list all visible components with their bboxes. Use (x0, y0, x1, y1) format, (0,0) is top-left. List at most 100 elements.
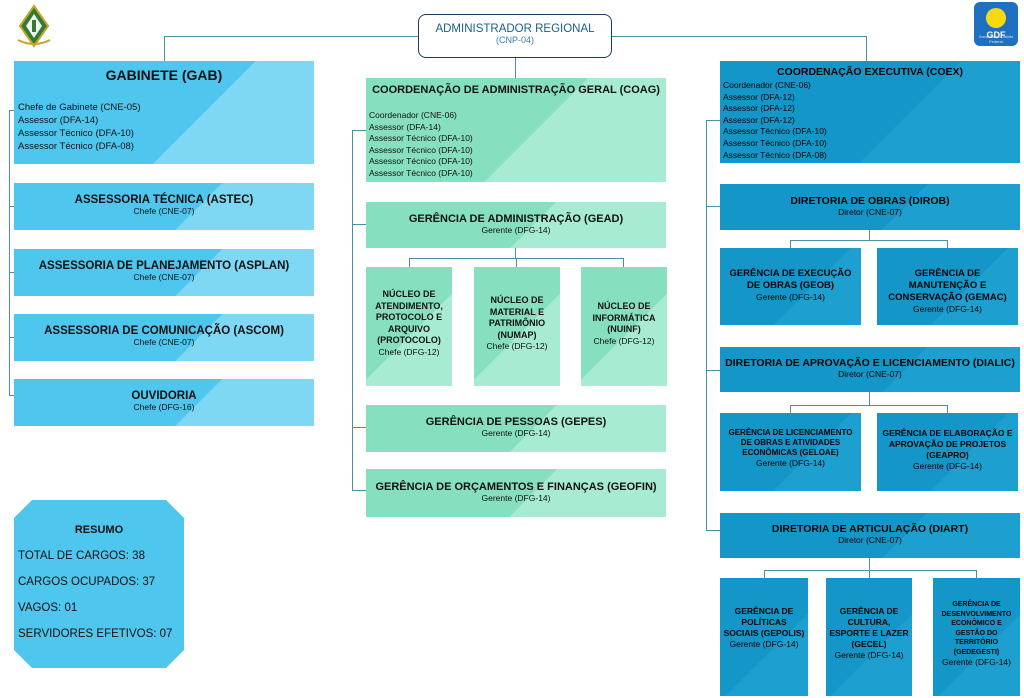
gedegesti-title: GERÊNCIA DE DESENVOLVIMENTO ECONÔMICO E … (941, 601, 1012, 656)
gabinete-staff-list: Chefe de Gabinete (CNE-05) Assessor (DFA… (18, 101, 314, 153)
coag-staff-list: Coordenador (CNE-06) Assessor (DFA-14) A… (369, 110, 666, 180)
ouvidoria-sub: Chefe (DFG-16) (133, 402, 195, 412)
connector (976, 570, 977, 578)
connector (706, 370, 720, 371)
geapro-box[interactable]: GERÊNCIA DE ELABORAÇÃO E APROVAÇÃO DE PR… (877, 413, 1018, 491)
connector (409, 258, 410, 267)
connector (9, 110, 14, 111)
gepes-title: GERÊNCIA DE PESSOAS (GEPES) (425, 416, 607, 428)
staff-line: Assessor Técnico (DFA-10) (369, 144, 473, 155)
diart-box[interactable]: DIRETORIA DE ARTICULAÇÃO (DIART) Diretor… (720, 513, 1020, 558)
gecel-box[interactable]: GERÊNCIA DE CULTURA, ESPORTE E LAZER (GE… (826, 578, 912, 696)
staff-line: Coordenador (CNE-06) (369, 110, 457, 120)
connector (790, 240, 791, 248)
summary-row: CARGOS OCUPADOS: 37 (18, 576, 156, 588)
staff-line: Coordenador (CNE-06) (723, 80, 811, 90)
connector (164, 36, 418, 37)
dialic-title: DIRETORIA DE APROVAÇÃO E LICENCIAMENTO (… (725, 357, 1015, 369)
admin-title: ADMINISTRADOR REGIONAL (435, 23, 595, 35)
gead-box[interactable]: GERÊNCIA DE ADMINISTRAÇÃO (GEAD) Gerente… (366, 202, 666, 248)
dirob-box[interactable]: DIRETORIA DE OBRAS (DIROB) Diretor (CNE-… (720, 184, 1020, 230)
admin-regional-box[interactable]: ADMINISTRADOR REGIONAL (CNP-04) (418, 14, 612, 58)
gepolis-title: GERÊNCIA DE POLÍTICAS SOCIAIS (GEPOLIS) (723, 606, 805, 638)
summary-row: TOTAL DE CARGOS: 38 (18, 550, 145, 562)
staff-line: Chefe de Gabinete (CNE-05) (18, 102, 141, 113)
summary-panel: RESUMO TOTAL DE CARGOS: 38 CARGOS OCUPAD… (14, 500, 184, 668)
admin-code: (CNP-04) (495, 35, 534, 45)
geob-box[interactable]: GERÊNCIA DE EXECUÇÃO DE OBRAS (GEOB) Ger… (720, 248, 861, 325)
gepes-box[interactable]: GERÊNCIA DE PESSOAS (GEPES) Gerente (DFG… (366, 405, 666, 452)
geofin-sub: Gerente (DFG-14) (481, 493, 551, 503)
ascom-box[interactable]: ASSESSORIA DE COMUNICAÇÃO (ASCOM) Chefe … (14, 314, 314, 361)
connector (164, 36, 165, 61)
staff-line: Assessor Técnico (DFA-10) (723, 137, 827, 148)
gdf-logo: GDF Governo do Distrito Federal (974, 2, 1018, 46)
numap-title: NÚCLEO DE MATERIAL E PATRIMÔNIO (NUMAP) (488, 295, 546, 340)
gabinete-box[interactable]: GABINETE (GAB) Chefe de Gabinete (CNE-05… (14, 61, 314, 164)
connector (869, 230, 870, 240)
gepolis-sub: Gerente (DFG-14) (729, 639, 799, 649)
connector (869, 558, 870, 570)
connector (790, 405, 947, 406)
connector (790, 405, 791, 413)
dirob-title: DIRETORIA DE OBRAS (DIROB) (790, 195, 950, 207)
nuinf-box[interactable]: NÚCLEO DE INFORMÁTICA (NUINF) Chefe (DFG… (581, 267, 667, 386)
gecel-title: GERÊNCIA DE CULTURA, ESPORTE E LAZER (GE… (829, 606, 909, 649)
gedegesti-box[interactable]: GERÊNCIA DE DESENVOLVIMENTO ECONÔMICO E … (933, 578, 1020, 696)
connector (515, 58, 516, 78)
connector (706, 120, 707, 530)
diart-title: DIRETORIA DE ARTICULAÇÃO (DIART) (771, 523, 969, 535)
dirob-sub: Diretor (CNE-07) (838, 207, 902, 217)
geofin-box[interactable]: GERÊNCIA DE ORÇAMENTOS E FINANÇAS (GEOFI… (366, 469, 666, 517)
ascom-title: ASSESSORIA DE COMUNICAÇÃO (ASCOM) (44, 325, 284, 337)
geloae-box[interactable]: GERÊNCIA DE LICENCIAMENTO DE OBRAS E ATI… (720, 413, 861, 491)
connector (352, 130, 366, 131)
dialic-box[interactable]: DIRETORIA DE APROVAÇÃO E LICENCIAMENTO (… (720, 347, 1020, 392)
coex-title: COORDENAÇÃO EXECUTIVA (COEX) (776, 66, 964, 78)
nuinf-title: NÚCLEO DE INFORMÁTICA (NUINF) (592, 301, 656, 334)
connector (352, 427, 366, 428)
connector (869, 570, 870, 578)
staff-line: Assessor (DFA-14) (18, 115, 99, 126)
protocolo-sub: Chefe (DFG-12) (378, 346, 440, 357)
connector (9, 110, 10, 395)
connector (706, 206, 720, 207)
ouvidoria-box[interactable]: OUVIDORIA Chefe (DFG-16) (14, 379, 314, 426)
gabinete-title: GABINETE (GAB) (105, 67, 223, 83)
dialic-sub: Diretor (CNE-07) (838, 369, 902, 379)
connector (9, 337, 14, 338)
geofin-title: GERÊNCIA DE ORÇAMENTOS E FINANÇAS (GEOFI… (375, 481, 657, 493)
connector (764, 570, 765, 578)
astec-box[interactable]: ASSESSORIA TÉCNICA (ASTEC) Chefe (CNE-07… (14, 183, 314, 230)
summary-row: SERVIDORES EFETIVOS: 07 (18, 628, 173, 640)
staff-line: Assessor (DFA-12) (723, 91, 795, 102)
gead-sub: Gerente (DFG-14) (481, 225, 551, 235)
gdf-logo-subtext: Governo do Distrito Federal (978, 34, 1014, 44)
connector (516, 258, 517, 267)
connector (9, 272, 14, 273)
gead-title: GERÊNCIA DE ADMINISTRAÇÃO (GEAD) (408, 213, 624, 225)
asplan-box[interactable]: ASSESSORIA DE PLANEJAMENTO (ASPLAN) Chef… (14, 249, 314, 296)
geloae-title: GERÊNCIA DE LICENCIAMENTO DE OBRAS E ATI… (728, 428, 853, 457)
staff-line: Assessor Técnico (DFA-10) (369, 156, 473, 167)
geob-title: GERÊNCIA DE EXECUÇÃO DE OBRAS (GEOB) (729, 268, 852, 291)
protocolo-box[interactable]: NÚCLEO DE ATENDIMENTO, PROTOCOLO E ARQUI… (366, 267, 452, 386)
asplan-sub: Chefe (CNE-07) (133, 272, 195, 282)
connector (866, 36, 867, 61)
staff-line: Assessor Técnico (DFA-10) (723, 126, 827, 137)
astec-title: ASSESSORIA TÉCNICA (ASTEC) (74, 194, 254, 206)
nuinf-sub: Chefe (DFG-12) (593, 335, 655, 346)
gemac-box[interactable]: GERÊNCIA DE MANUTENÇÃO E CONSERVAÇÃO (GE… (877, 248, 1018, 325)
coex-box[interactable]: COORDENAÇÃO EXECUTIVA (COEX) Coordenador… (720, 61, 1020, 163)
astec-sub: Chefe (CNE-07) (133, 206, 195, 216)
gepes-sub: Gerente (DFG-14) (481, 428, 551, 438)
coag-box[interactable]: COORDENAÇÃO DE ADMINISTRAÇÃO GERAL (COAG… (366, 78, 666, 182)
protocolo-title: NÚCLEO DE ATENDIMENTO, PROTOCOLO E ARQUI… (375, 289, 443, 345)
ascom-sub: Chefe (CNE-07) (133, 337, 195, 347)
gepolis-box[interactable]: GERÊNCIA DE POLÍTICAS SOCIAIS (GEPOLIS) … (720, 578, 808, 696)
numap-box[interactable]: NÚCLEO DE MATERIAL E PATRIMÔNIO (NUMAP) … (474, 267, 560, 386)
connector (515, 248, 516, 258)
asplan-title: ASSESSORIA DE PLANEJAMENTO (ASPLAN) (38, 260, 290, 272)
gemac-title: GERÊNCIA DE MANUTENÇÃO E CONSERVAÇÃO (GE… (888, 268, 1007, 303)
staff-line: Assessor Técnico (DFA-10) (18, 128, 134, 139)
